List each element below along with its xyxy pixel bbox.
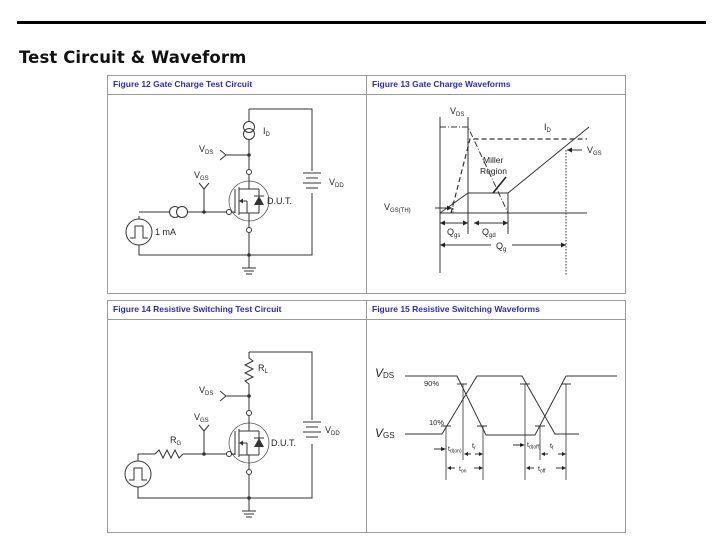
vds-trace	[405, 375, 567, 436]
timing-markers	[445, 384, 567, 480]
label-ton: ton	[459, 466, 467, 475]
section-title: Test Circuit & Waveform	[19, 48, 247, 67]
vds-probe-icon	[219, 149, 251, 161]
pulse-generator-icon	[125, 218, 153, 246]
label-1ma: 1 mA	[155, 227, 176, 237]
figure-15-title: Figure 15 Resistive Switching Waveforms	[367, 301, 625, 320]
figure-12-cell: Figure 12 Gate Charge Test Circuit ID	[108, 76, 367, 293]
battery-vdd-icon	[303, 171, 321, 193]
label-miller: Miller	[483, 155, 503, 165]
label-tr: tr	[472, 443, 476, 452]
label-td-on: td(on)	[448, 446, 462, 455]
mosfet-dut-icon	[228, 416, 270, 469]
label-vds: VDS	[199, 144, 213, 156]
label-region: Region	[480, 166, 507, 176]
resistive-switching-waveform: VDS VGS 90% 10%	[375, 366, 617, 480]
vgs-probe-icon	[198, 424, 210, 454]
label-vdd: VDD	[329, 177, 344, 189]
figure-table-lower: Figure 14 Resistive Switching Test Circu…	[107, 300, 626, 533]
current-source-gate-icon	[169, 206, 188, 218]
label-dut: D.U.T.	[267, 196, 292, 206]
resistor-rl-icon	[243, 352, 255, 392]
resistive-switching-test-circuit: RL VDS	[124, 351, 340, 518]
vgs-trace	[439, 126, 590, 214]
label-vgs-th: VGS(TH)	[384, 202, 411, 214]
label-dut: D.U.T.	[271, 438, 296, 448]
ground-icon	[242, 267, 256, 275]
label-rl: RL	[258, 363, 269, 375]
threshold-ticks	[441, 383, 571, 427]
miller-arrow-icon	[492, 176, 507, 194]
pulse-generator-icon	[124, 460, 152, 488]
label-id: ID	[263, 126, 271, 138]
vds-probe-icon	[219, 390, 251, 402]
id-trace	[450, 138, 587, 214]
header-rule	[17, 21, 706, 24]
label-vgs: VGS	[587, 145, 602, 157]
gate-charge-test-circuit: ID VDS	[125, 108, 344, 275]
figure-13-title: Figure 13 Gate Charge Waveforms	[367, 76, 625, 95]
resistor-rg-icon	[154, 448, 184, 460]
vgs-probe-icon	[198, 182, 210, 212]
label-td-off: td(off)	[527, 442, 541, 451]
label-vds: VDS	[375, 366, 394, 380]
mosfet-dut-icon	[228, 175, 270, 227]
circuit-wire-outer	[137, 351, 313, 499]
figure-12-title: Figure 12 Gate Charge Test Circuit	[108, 76, 366, 95]
gate-charge-waveform: VDS ID Miller Region VGS	[384, 106, 602, 275]
current-source-id-icon	[243, 109, 255, 160]
label-vgs: VGS	[375, 426, 395, 440]
label-vgs: VGS	[194, 412, 209, 424]
label-vdd: VDD	[325, 425, 340, 437]
figure-15-cell: Figure 15 Resistive Switching Waveforms …	[367, 301, 625, 532]
label-qg: Qg	[496, 241, 506, 253]
battery-vdd-icon	[303, 420, 321, 444]
figure-14-cell: Figure 14 Resistive Switching Test Circu…	[108, 301, 367, 532]
label-90pct: 90%	[424, 379, 439, 388]
figure-table-upper: Figure 12 Gate Charge Test Circuit ID	[107, 75, 626, 294]
figure-14-title: Figure 14 Resistive Switching Test Circu…	[108, 301, 366, 320]
label-qgs: Qgs	[447, 227, 460, 239]
label-qgd: Qgd	[482, 227, 496, 239]
label-rg: RG	[170, 435, 182, 447]
label-toff: toff	[538, 466, 546, 475]
vgs-trace	[405, 375, 579, 435]
figure-13-cell: Figure 13 Gate Charge Waveforms VDS ID M…	[367, 76, 625, 293]
label-vds: VDS	[199, 385, 213, 397]
label-id: ID	[544, 122, 552, 134]
label-vgs: VGS	[194, 170, 209, 182]
ground-icon	[242, 510, 256, 518]
label-vds: VDS	[450, 106, 464, 118]
label-tf: tf	[550, 443, 554, 452]
label-10pct: 10%	[429, 418, 444, 427]
